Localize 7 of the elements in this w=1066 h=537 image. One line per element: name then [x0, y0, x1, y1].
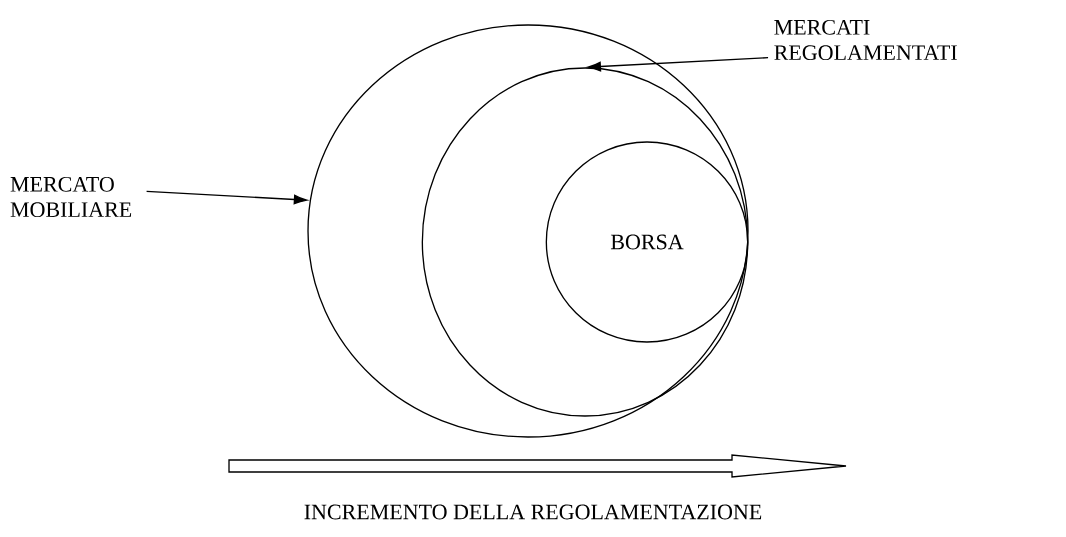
arrow	[145, 190, 308, 205]
text-label: MERCATI REGOLAMENTATI	[774, 19, 957, 61]
arrow	[587, 57, 769, 72]
outer-circle	[307, 24, 749, 438]
middle-circle	[421, 67, 749, 417]
text-label: MERCATO MOBILIARE	[10, 176, 132, 218]
axis-caption: INCREMENTO DELLA REGOLAMENTAZIONE	[304, 504, 762, 520]
